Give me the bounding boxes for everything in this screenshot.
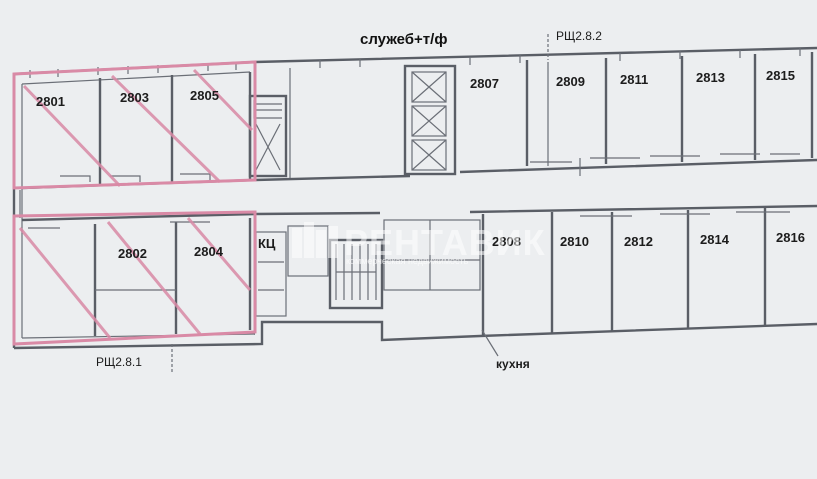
watermark-tagline: коммерческая недвижимость [346,256,469,266]
room-label: 2810 [560,234,589,249]
kitchen-label: кухня [496,357,530,371]
plan-title: служеб+т/ф [360,31,447,48]
panel-label-bottom: РЩ2.8.1 [96,355,142,369]
bottom-room-labels: 2802 2804 2808 2810 2812 2814 2816 [118,230,805,261]
corridor-walls [19,158,817,222]
room-label: 2814 [700,232,730,247]
room-label: 2812 [624,234,653,249]
room-label: 2811 [620,72,648,87]
room-label: 2803 [120,90,149,105]
room-label: 2808 [492,234,521,249]
bottom-room-partitions [93,208,767,336]
window-marks [28,48,801,229]
watermark-brand: РЕНТАВИК [344,222,546,263]
room-label: 2816 [776,230,805,245]
watermark-logo-icon [292,222,338,258]
stair-elevator-core [248,64,481,317]
top-room-labels: 2801 2803 2805 2807 2809 2811 2813 2815 [36,68,795,109]
room-label: 2813 [696,70,725,85]
room-label: 2805 [190,88,219,103]
room-label: 2804 [194,244,224,259]
panel-label-top: РЩ2.8.2 [556,29,602,43]
room-label: 2802 [118,246,147,261]
room-label: 2807 [470,76,499,91]
highlighted-area [12,60,257,346]
room-label: 2809 [556,74,585,89]
watermark: РЕНТАВИК коммерческая недвижимость [292,222,546,266]
callout-lines [171,34,549,372]
room-label: 2801 [36,94,65,109]
room-label: 2815 [766,68,795,83]
kc-label: КЦ [258,236,276,251]
